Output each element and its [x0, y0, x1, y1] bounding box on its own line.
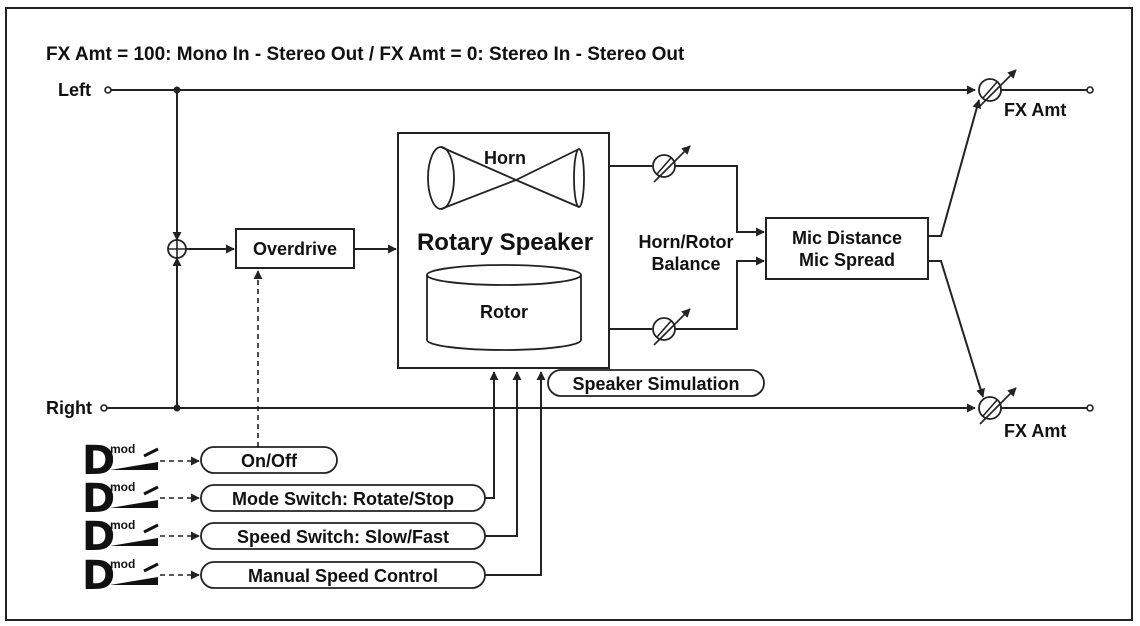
- horn-balance-knob-icon: [652, 145, 691, 183]
- mic-to-right-out-line: [928, 260, 985, 398]
- right-input-label: Right: [46, 398, 92, 418]
- svg-text:mod: mod: [110, 557, 135, 571]
- rotor-drum: [426, 264, 582, 351]
- fx-amt-bottom-label: FX Amt: [1004, 421, 1066, 441]
- overdrive-label: Overdrive: [253, 239, 337, 259]
- svg-text:D: D: [82, 476, 115, 522]
- diagram-frame: [5, 7, 1133, 621]
- dmod-icon-onoff: D mod: [82, 438, 159, 484]
- left-input-label: Left: [58, 80, 91, 100]
- svg-text:D: D: [82, 438, 115, 484]
- mode-to-rotary-line: [485, 371, 499, 499]
- fx-amt-top-label: FX Amt: [1004, 100, 1066, 120]
- speed-switch-label: Speed Switch: Slow/Fast: [237, 527, 449, 547]
- left-input-terminal: [104, 86, 112, 94]
- mic-box: [765, 217, 929, 280]
- balance-label-line1: Horn/Rotor: [639, 232, 734, 252]
- horn-shape: [427, 146, 585, 210]
- diagram-title: FX Amt = 100: Mono In - Stereo Out / FX …: [46, 44, 685, 65]
- manual-to-rotary-line: [485, 371, 546, 576]
- svg-text:mod: mod: [110, 480, 135, 494]
- svg-text:mod: mod: [110, 442, 135, 456]
- fx-amt-bottom-knob-icon: [978, 387, 1017, 425]
- mic-to-left-out-line: [928, 99, 982, 237]
- right-input-terminal: [100, 404, 108, 412]
- speaker-simulation-label: Speaker Simulation: [572, 374, 739, 394]
- left-output-terminal: [1086, 86, 1094, 94]
- summing-node: [167, 239, 187, 259]
- mode-switch-label: Mode Switch: Rotate/Stop: [232, 489, 454, 509]
- on-off-label: On/Off: [241, 451, 298, 471]
- horn-label: Horn: [484, 148, 526, 168]
- svg-text:D: D: [82, 514, 115, 560]
- dmod-icon-mode: D mod: [82, 476, 159, 522]
- speaker-simulation-pill: [547, 369, 765, 397]
- fx-amt-top-knob-icon: [978, 69, 1017, 107]
- rotor-balance-knob-icon: [652, 308, 691, 346]
- balance-label-line2: Balance: [651, 254, 720, 274]
- speed-to-rotary-line: [485, 371, 522, 537]
- rotor-label: Rotor: [480, 302, 528, 322]
- rotor-to-mic-line: [675, 256, 765, 330]
- dmod-icon-speed: D mod: [82, 514, 159, 560]
- dmod-icon-manual: D mod: [82, 553, 159, 599]
- rotary-speaker-title: Rotary Speaker: [417, 229, 593, 256]
- horn-to-mic-line: [675, 165, 765, 237]
- right-output-terminal: [1086, 404, 1094, 412]
- mic-spread-label: Mic Spread: [799, 250, 895, 270]
- mic-distance-label: Mic Distance: [792, 228, 902, 248]
- svg-text:D: D: [82, 553, 115, 599]
- manual-speed-label: Manual Speed Control: [248, 566, 438, 586]
- svg-text:mod: mod: [110, 518, 135, 532]
- on-off-pill: [200, 446, 338, 474]
